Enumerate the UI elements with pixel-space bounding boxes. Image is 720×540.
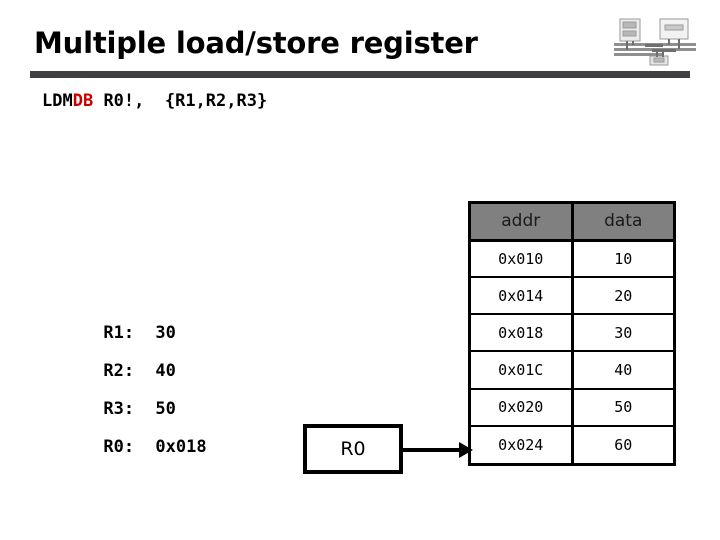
instruction-operands: R0!, {R1,R2,R3} [93,91,268,111]
cell-data: 10 [572,240,673,279]
cell-addr: 0x020 [471,388,574,427]
register-value: 50 [155,399,176,419]
title-divider [30,71,690,78]
table-row: 0x024 60 [471,425,673,463]
table-row: 0x010 10 [471,240,673,279]
r0-pointer-box: R0 [303,424,403,474]
table-row: 0x01C 40 [471,351,673,390]
table-header-row: addr data [471,204,673,242]
register-list: R1: 30 R2: 40 R3: 50 R0: 0x018 [42,276,207,457]
register-value: 40 [155,361,176,381]
cell-data: 50 [572,388,673,427]
memory-table: addr data 0x010 10 0x014 20 0x018 30 [468,201,676,466]
cell-addr: 0x018 [471,314,574,353]
register-name: R0: [103,437,135,457]
register-name: R2: [103,361,135,381]
instruction-mnemonic-suffix: DB [72,91,94,111]
table-row: 0x014 20 [471,277,673,316]
block-diagram-thumbnail-icon [612,13,698,68]
page-title: Multiple load/store register [34,26,478,60]
column-header-addr: addr [471,204,574,242]
cell-addr: 0x014 [471,277,574,316]
register-name: R1: [103,323,135,343]
register-row: R1: 30 [42,276,207,343]
instruction-line: LDMDB R0!, {R1,R2,R3} [42,91,267,111]
cell-data: 20 [572,277,673,316]
cell-data: 60 [572,425,673,463]
cell-data: 40 [572,351,673,390]
table-row: 0x020 50 [471,388,673,427]
instruction-mnemonic-base: LDM [42,91,73,111]
register-row: R2: 40 [42,314,207,381]
register-value: 30 [155,323,176,343]
register-name: R3: [103,399,135,419]
table-row: 0x018 30 [471,314,673,353]
column-header-data: data [572,204,673,242]
cell-addr: 0x010 [471,240,574,279]
register-value: 0x018 [155,437,207,457]
cell-data: 30 [572,314,673,353]
register-row: R3: 50 [42,352,207,419]
cell-addr: 0x01C [471,351,574,390]
register-row: R0: 0x018 [42,390,206,457]
pointer-arrow-icon [401,436,473,464]
r0-pointer-label: R0 [340,438,366,460]
cell-addr: 0x024 [471,425,574,463]
